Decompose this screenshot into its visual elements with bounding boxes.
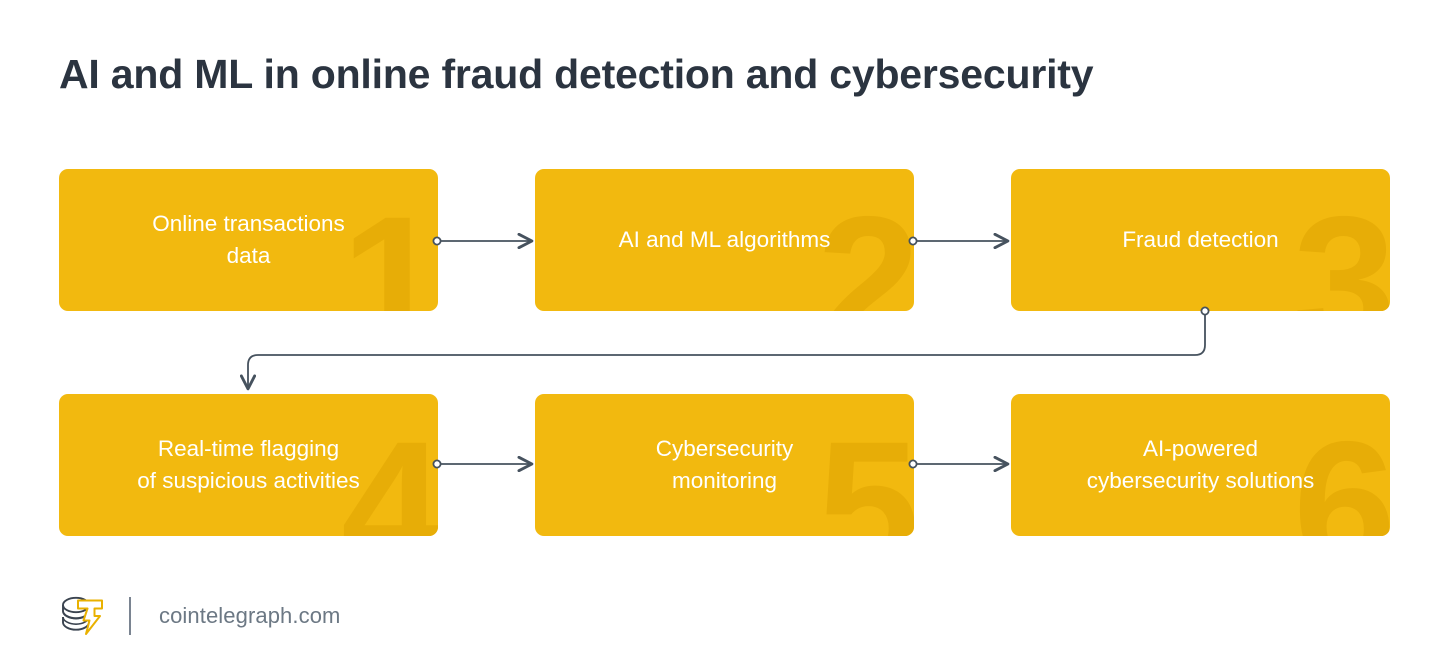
flow-box-step-1: 1 Online transactions data (59, 169, 438, 311)
arrow-step1-to-step2 (432, 232, 534, 250)
flow-box-step-5: 5 Cybersecurity monitoring (535, 394, 914, 536)
flow-box-label: Cybersecurity monitoring (655, 436, 794, 493)
arrow-step4-to-step5 (432, 455, 534, 473)
flow-box-label: AI-powered cybersecurity solutions (1086, 436, 1315, 493)
flow-box-step-3: 3 Fraud detection (1011, 169, 1390, 311)
footer-site-url: cointelegraph.com (159, 603, 341, 628)
flow-box-label: Fraud detection (1122, 227, 1279, 253)
footer-divider (129, 597, 131, 635)
cointelegraph-logo-icon (62, 596, 103, 635)
footer: cointelegraph.com (59, 590, 340, 642)
flow-box-step-6: 6 AI-powered cybersecurity solutions (1011, 394, 1390, 536)
flow-box-step-2: 2 AI and ML algorithms (535, 169, 914, 311)
page-title: AI and ML in online fraud detection and … (59, 51, 1094, 97)
flow-box-label: Real-time flagging of suspicious activit… (137, 436, 360, 493)
arrow-step3-to-step4 (239, 306, 1210, 391)
flow-box-step-4: 4 Real-time flagging of suspicious activ… (59, 394, 438, 536)
arrow-step2-to-step3 (908, 232, 1010, 250)
flow-box-label: AI and ML algorithms (618, 227, 831, 253)
arrow-step5-to-step6 (908, 455, 1010, 473)
flow-box-label: Online transactions data (152, 211, 345, 268)
